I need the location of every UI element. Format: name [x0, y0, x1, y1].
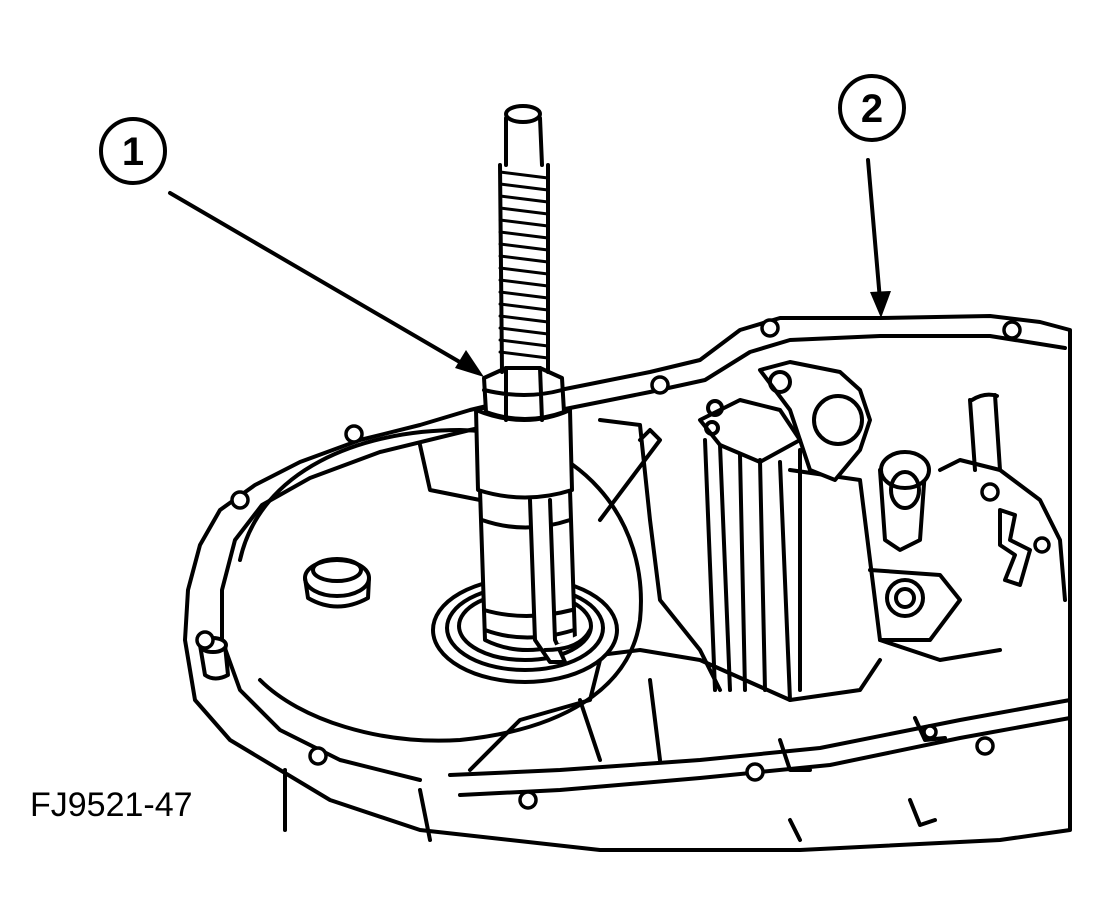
figure-code: FJ9521-47: [30, 786, 193, 824]
callout-1-label: 1: [122, 130, 144, 174]
leader-arrow-1: [168, 191, 472, 370]
callout-2: [838, 74, 906, 142]
callout-1: [99, 117, 167, 185]
transmission-case: [183, 314, 1072, 852]
leader-arrow-2: [866, 158, 882, 302]
leader-arrows: [168, 158, 891, 377]
arrowhead-1: [455, 350, 484, 377]
arrowhead-2: [870, 291, 891, 318]
callout-2-label: 2: [861, 87, 883, 131]
special-tool: [474, 104, 592, 664]
flange-bolt-holes: [195, 318, 1051, 810]
